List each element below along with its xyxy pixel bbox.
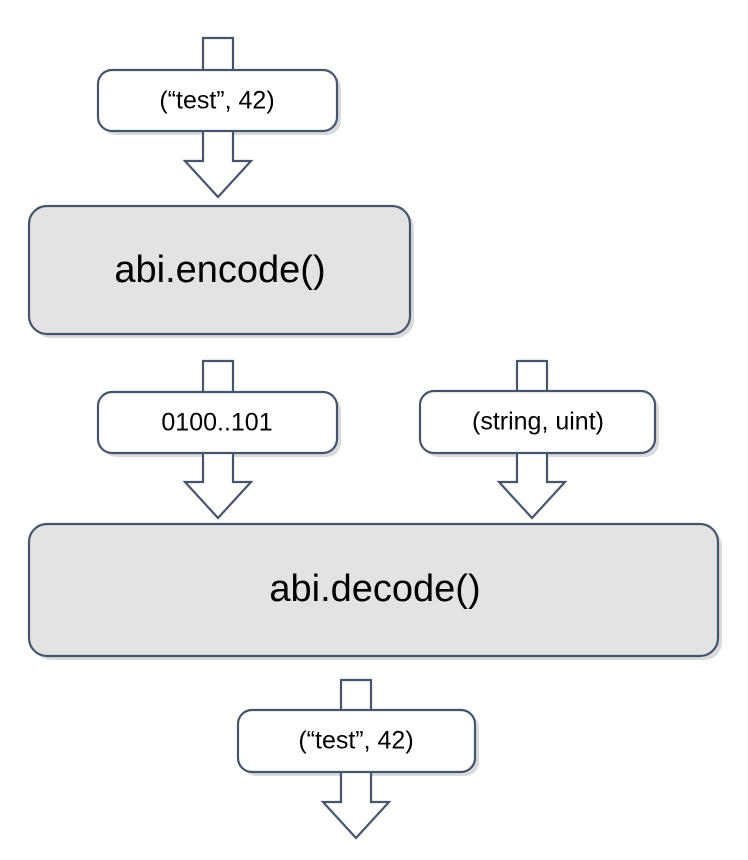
node-encode-process-shape[interactable] <box>27 204 412 336</box>
node-type-tuple-shape[interactable] <box>418 389 657 455</box>
node-decode-process-label: abi.decode() <box>269 568 480 610</box>
node-layer: (“test”, 42) abi.encode() 0100..101 (str… <box>27 68 720 774</box>
arrow-output-to-bottom <box>320 765 392 840</box>
node-output-tuple[interactable]: (“test”, 42) <box>236 708 477 774</box>
node-encoded-bytes-shape[interactable] <box>96 390 339 455</box>
node-output-tuple-label: (“test”, 42) <box>298 727 413 755</box>
node-encoded-bytes-label: 0100..101 <box>161 409 272 437</box>
node-input-tuple[interactable]: (“test”, 42) <box>96 68 339 133</box>
arrow-encoded-bytes-to-decode <box>182 446 254 520</box>
node-input-tuple-shape[interactable] <box>96 68 339 133</box>
node-encoded-bytes[interactable]: 0100..101 <box>96 390 339 455</box>
node-type-tuple-label: (string, uint) <box>472 408 604 436</box>
node-encode-process-label: abi.encode() <box>114 249 325 291</box>
node-decode-process-shape[interactable] <box>27 522 720 658</box>
node-type-tuple[interactable]: (string, uint) <box>418 389 657 455</box>
node-input-tuple-label: (“test”, 42) <box>159 87 274 115</box>
node-encode-process[interactable]: abi.encode() <box>27 204 412 336</box>
arrow-type-tuple-to-decode <box>496 446 568 520</box>
node-decode-process[interactable]: abi.decode() <box>27 522 720 658</box>
arrow-input-to-encode <box>182 124 254 199</box>
node-output-tuple-shape[interactable] <box>236 708 477 774</box>
